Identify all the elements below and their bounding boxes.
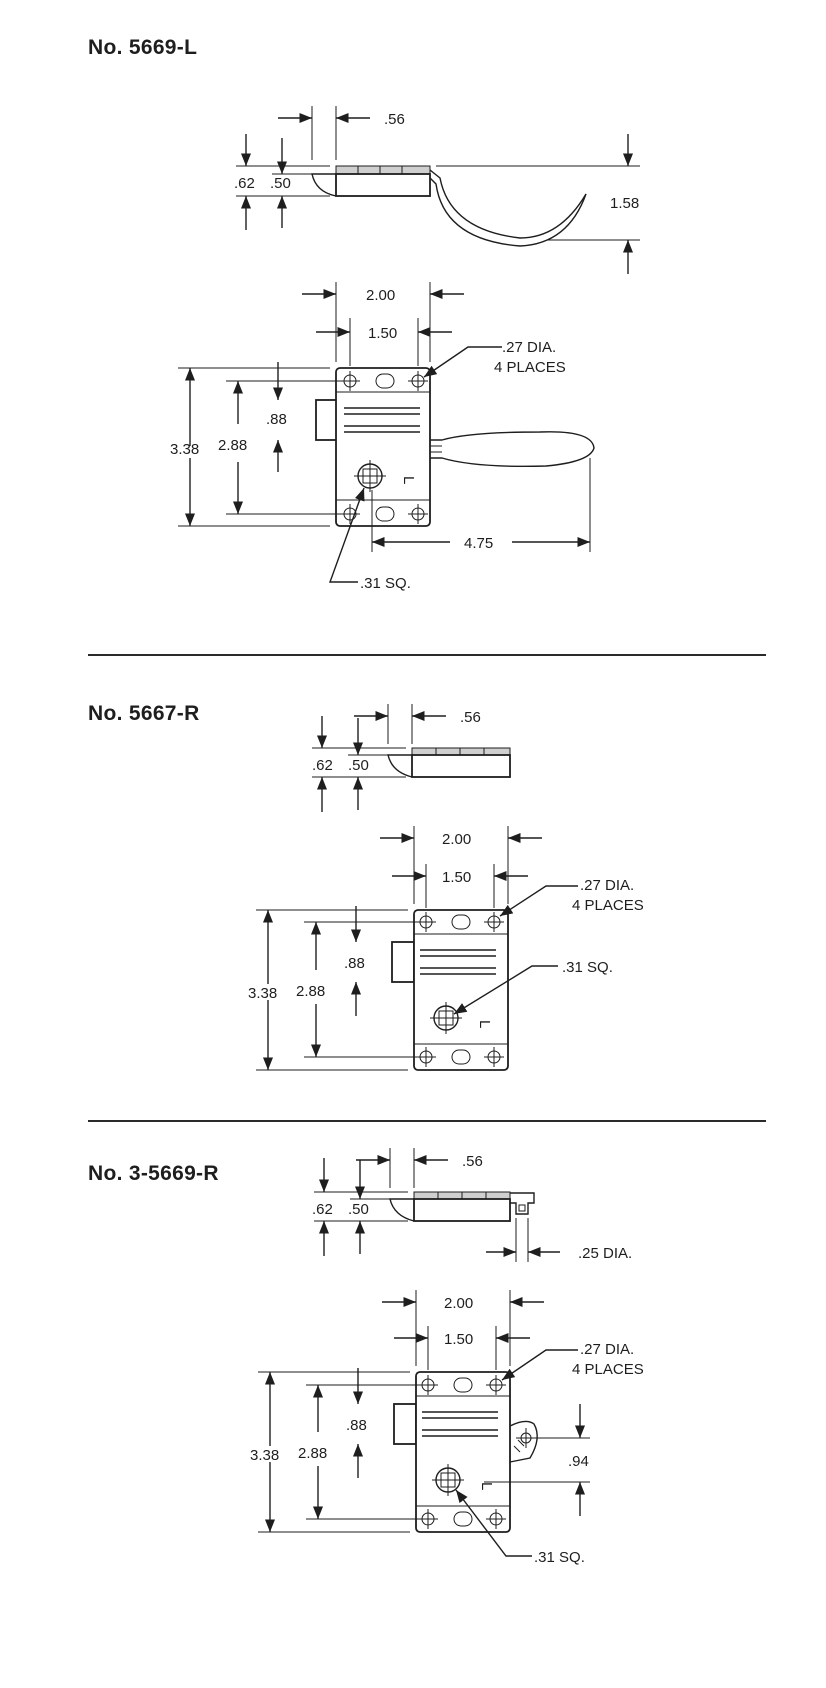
dim-outer-height: 3.38: [170, 441, 199, 458]
dim-square: .31 SQ.: [562, 959, 613, 976]
part-mark-l: L: [476, 1020, 493, 1028]
dim-hole-height: 2.88: [296, 983, 325, 1000]
section-divider: [88, 654, 766, 656]
dim-hole-dia: .27 DIA.: [580, 877, 634, 894]
latch-5667-r-side-view: .56 .62 .50: [312, 704, 511, 812]
dim-slot-offset: .88: [346, 1417, 367, 1434]
dim-hole-height: 2.88: [218, 437, 247, 454]
part-mark-l: L: [400, 476, 417, 484]
section-title-5669-l: No. 5669-L: [88, 36, 198, 59]
dim-side-width: .56: [460, 709, 481, 726]
section-title-5667-r: No. 5667-R: [88, 702, 200, 725]
dim-side-width: .56: [462, 1153, 483, 1170]
dim-outer-width: 2.00: [444, 1295, 473, 1312]
dim-hole-spacing: 1.50: [442, 869, 471, 886]
dim-handle-length: 4.75: [464, 535, 493, 552]
dim-outer-height: 3.38: [250, 1447, 279, 1464]
dim-side-height: .50: [348, 757, 369, 774]
dim-slot-offset: .88: [266, 411, 287, 428]
dim-square: .31 SQ.: [534, 1549, 585, 1566]
dim-side-total-height: .62: [234, 175, 255, 192]
section-divider: [88, 1120, 766, 1122]
hinge-strip: [335, 165, 431, 175]
latch-5669-l-plan-view: L 2.00 1.50 .27 DIA. 4 PLACES 3.38 2.88 …: [170, 282, 595, 592]
latch-3-5669-r-plan-view: L 2.00 1.50 .27 DIA. 4 PLACES 3.38 2.88 …: [250, 1290, 644, 1566]
dim-hole-dia: .27 DIA.: [502, 339, 556, 356]
dim-hole-height: 2.88: [298, 1445, 327, 1462]
dim-side-total-height: .62: [312, 757, 333, 774]
dim-hole-count: 4 PLACES: [572, 897, 644, 914]
latch-body: [335, 173, 431, 197]
dim-side-height: .50: [348, 1201, 369, 1218]
dim-hole-count: 4 PLACES: [494, 359, 566, 376]
dim-side-width: .56: [384, 111, 405, 128]
dim-side-total-height: .62: [312, 1201, 333, 1218]
latch-5669-l-side-view: .56 .62 .50 1.58: [234, 106, 640, 274]
dim-hole-count: 4 PLACES: [572, 1361, 644, 1378]
dim-handle-drop: 1.58: [610, 195, 639, 212]
dim-side-height: .50: [270, 175, 291, 192]
section-title-3-5669-r: No. 3-5669-R: [88, 1162, 219, 1185]
dim-outer-width: 2.00: [366, 287, 395, 304]
dim-hole-dia: .27 DIA.: [580, 1341, 634, 1358]
dim-outer-height: 3.38: [248, 985, 277, 1002]
latch-5667-r-plan-view: L 2.00 1.50 .27 DIA. 4 PLACES .31 SQ. 3.…: [248, 826, 644, 1071]
dim-outer-width: 2.00: [442, 831, 471, 848]
dim-pin-dia: .25 DIA.: [578, 1245, 632, 1262]
dim-hole-spacing: 1.50: [368, 325, 397, 342]
part-mark-l: L: [478, 1482, 495, 1490]
latch-3-5669-r-side-view: .56 .62 .50 .25 DIA.: [312, 1148, 632, 1262]
dim-hole-spacing: 1.50: [444, 1331, 473, 1348]
dim-square: .31 SQ.: [360, 575, 411, 592]
dim-slot-offset: .88: [344, 955, 365, 972]
dim-cam-offset: .94: [568, 1453, 589, 1470]
